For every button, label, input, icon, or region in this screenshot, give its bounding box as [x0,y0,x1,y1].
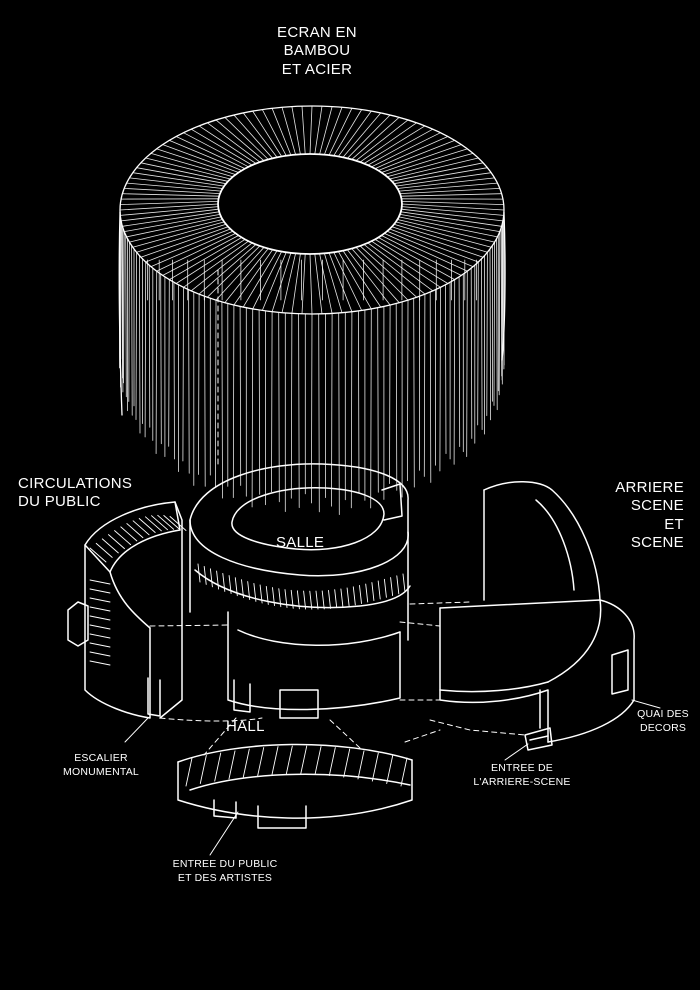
leader-lines [124,699,661,856]
entry-top-outer [177,743,413,763]
decor-dock-label: QUAI DES DECORS [637,708,689,734]
scene-front-wall [439,607,549,743]
salle-lower-wall [237,629,401,646]
entry-top-inner [189,773,411,791]
assembly-dashed-lines [149,601,526,756]
scene-back-inner [535,499,575,591]
public-entrance-label: ENTREE DU PUBLIC ET DES ARTISTES [172,858,278,884]
circ-side-box [67,601,89,647]
entrance-stair-steps [185,745,408,787]
screen-inner-opening [217,153,403,255]
bamboo-screen-ring [118,105,506,515]
circulation-stair-steps [89,514,187,666]
entry-door-center [257,805,307,829]
salle-lower-band [194,569,411,609]
circ-door [147,677,161,717]
backstage-label: ARRIERE SCENE ET SCENE [615,479,684,551]
circ-outer-wall [84,544,151,719]
circ-top [84,501,181,573]
scene-back-top [483,481,601,601]
circ-right-wall [159,501,183,719]
entry-front-wall [177,759,413,819]
salle-opening [381,483,403,521]
scene-slab [439,599,635,743]
salle-base [227,611,401,711]
hall-left-door [233,679,251,713]
circulation-label: CIRCULATIONS DU PUBLIC [18,475,133,511]
hall-entry-door [279,689,319,719]
monumental-stair-label: ESCALIER MONUMENTAL [63,752,139,778]
backstage-and-stage-wing [439,481,635,751]
salle-label: SALLE [276,534,325,551]
scene-inner-curve [547,599,602,683]
circ-inner-wall [109,571,151,629]
screen-radial-ribs [119,105,505,315]
public-circulation-wing [67,501,187,719]
screen-label: ECRAN EN BAMBOU ET ACIER [277,24,357,78]
screen-right-silhouette [501,211,506,361]
entry-door-left [213,799,237,819]
salle-seating-ribs [197,563,406,610]
public-entrance-block [177,743,413,829]
salle-drum [189,463,411,719]
scene-lower-band [439,681,549,693]
decor-dock-opening [611,649,629,695]
salle-top-inner [231,487,385,551]
hall-label: HALL [226,718,265,735]
screen-vertical-slats [119,209,505,515]
backstage-entrance-label: ENTREE DE L'ARRIERE-SCENE [473,762,571,788]
